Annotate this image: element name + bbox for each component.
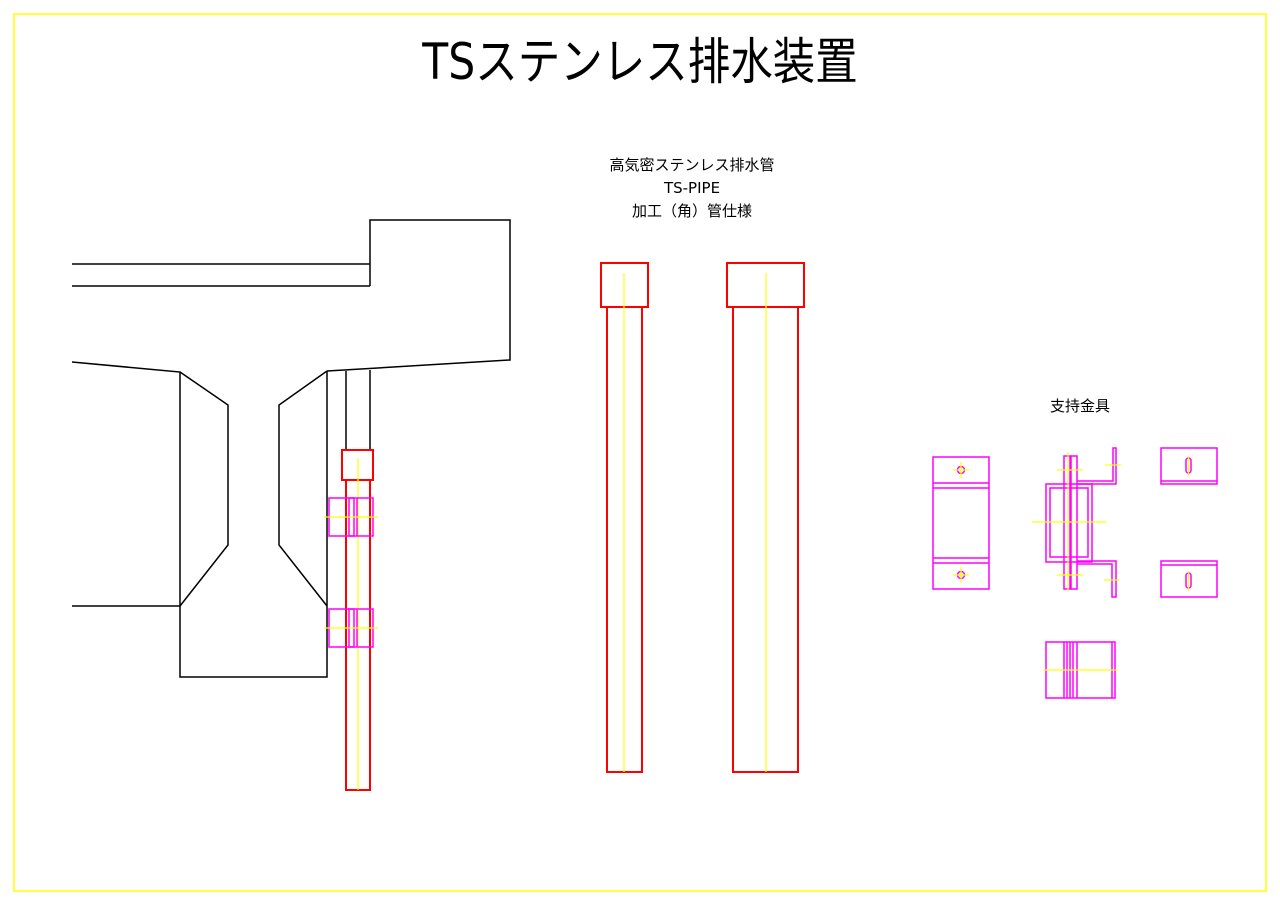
installed-drain-pipe xyxy=(324,449,378,791)
pipe-large xyxy=(726,262,805,773)
drawing-border xyxy=(13,13,1267,892)
pipe-label: 高気密ステンレス排水管 TS-PIPE 加工（角）管仕様 xyxy=(542,154,842,223)
bracket-bottom-view xyxy=(1043,641,1118,699)
bracket-side-view-top xyxy=(1160,447,1218,485)
pipe-label-line2: TS-PIPE xyxy=(663,179,721,197)
bracket-plan-view xyxy=(1032,447,1121,598)
drawing-title: TSステンレス排水装置 xyxy=(422,33,858,91)
bracket-front-view xyxy=(932,456,990,590)
pipe-label-line1: 高気密ステンレス排水管 xyxy=(609,156,775,174)
pipe-small xyxy=(600,262,649,773)
pipe-clamp-upper xyxy=(324,497,378,537)
pipe-clamp-lower xyxy=(324,608,378,648)
bracket-label: 支持金具 xyxy=(1049,397,1110,415)
bridge-girder-section xyxy=(71,219,511,678)
bracket-side-view-bottom xyxy=(1160,560,1218,598)
pipe-label-line3: 加工（角）管仕様 xyxy=(631,202,752,220)
